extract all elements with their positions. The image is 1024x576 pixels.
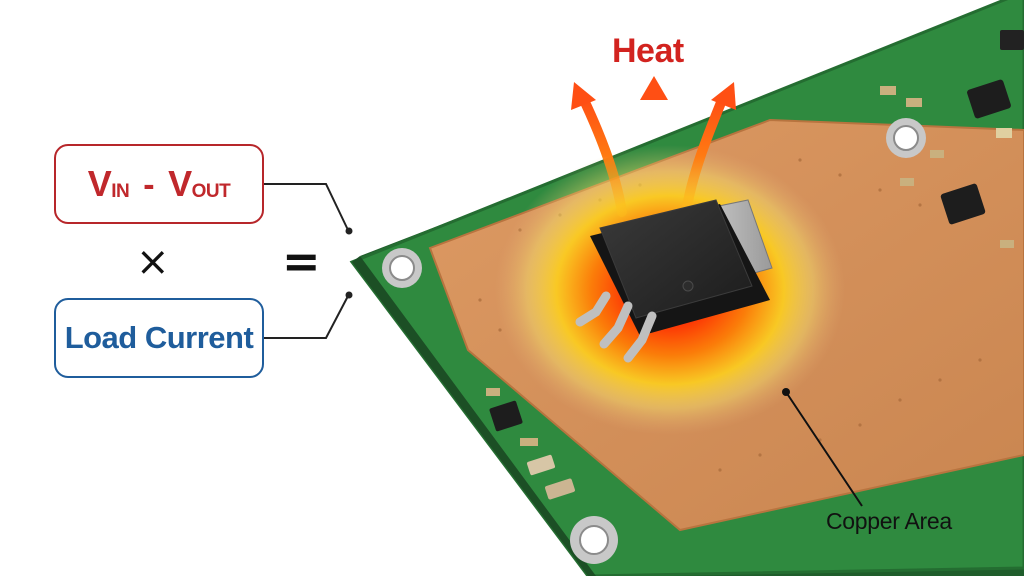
mounting-hole-top [886, 118, 926, 158]
equals-symbol: = [282, 236, 321, 286]
load-current-text: Load Current [65, 320, 254, 356]
heat-label: Heat [612, 32, 684, 71]
connector-dot-top [346, 228, 353, 235]
vin-minus-vout-text: VIN-VOUT [88, 163, 230, 205]
load-current-box: Load Current [54, 298, 264, 378]
connector-dot-bottom [346, 292, 353, 299]
multiply-symbol: × [136, 240, 170, 284]
vin-minus-vout-box: VIN-VOUT [54, 144, 264, 224]
copper-area-dot [782, 388, 790, 396]
mounting-hole-left [382, 248, 422, 288]
mounting-hole-bottom [570, 516, 618, 564]
copper-area-label: Copper Area [826, 508, 952, 535]
